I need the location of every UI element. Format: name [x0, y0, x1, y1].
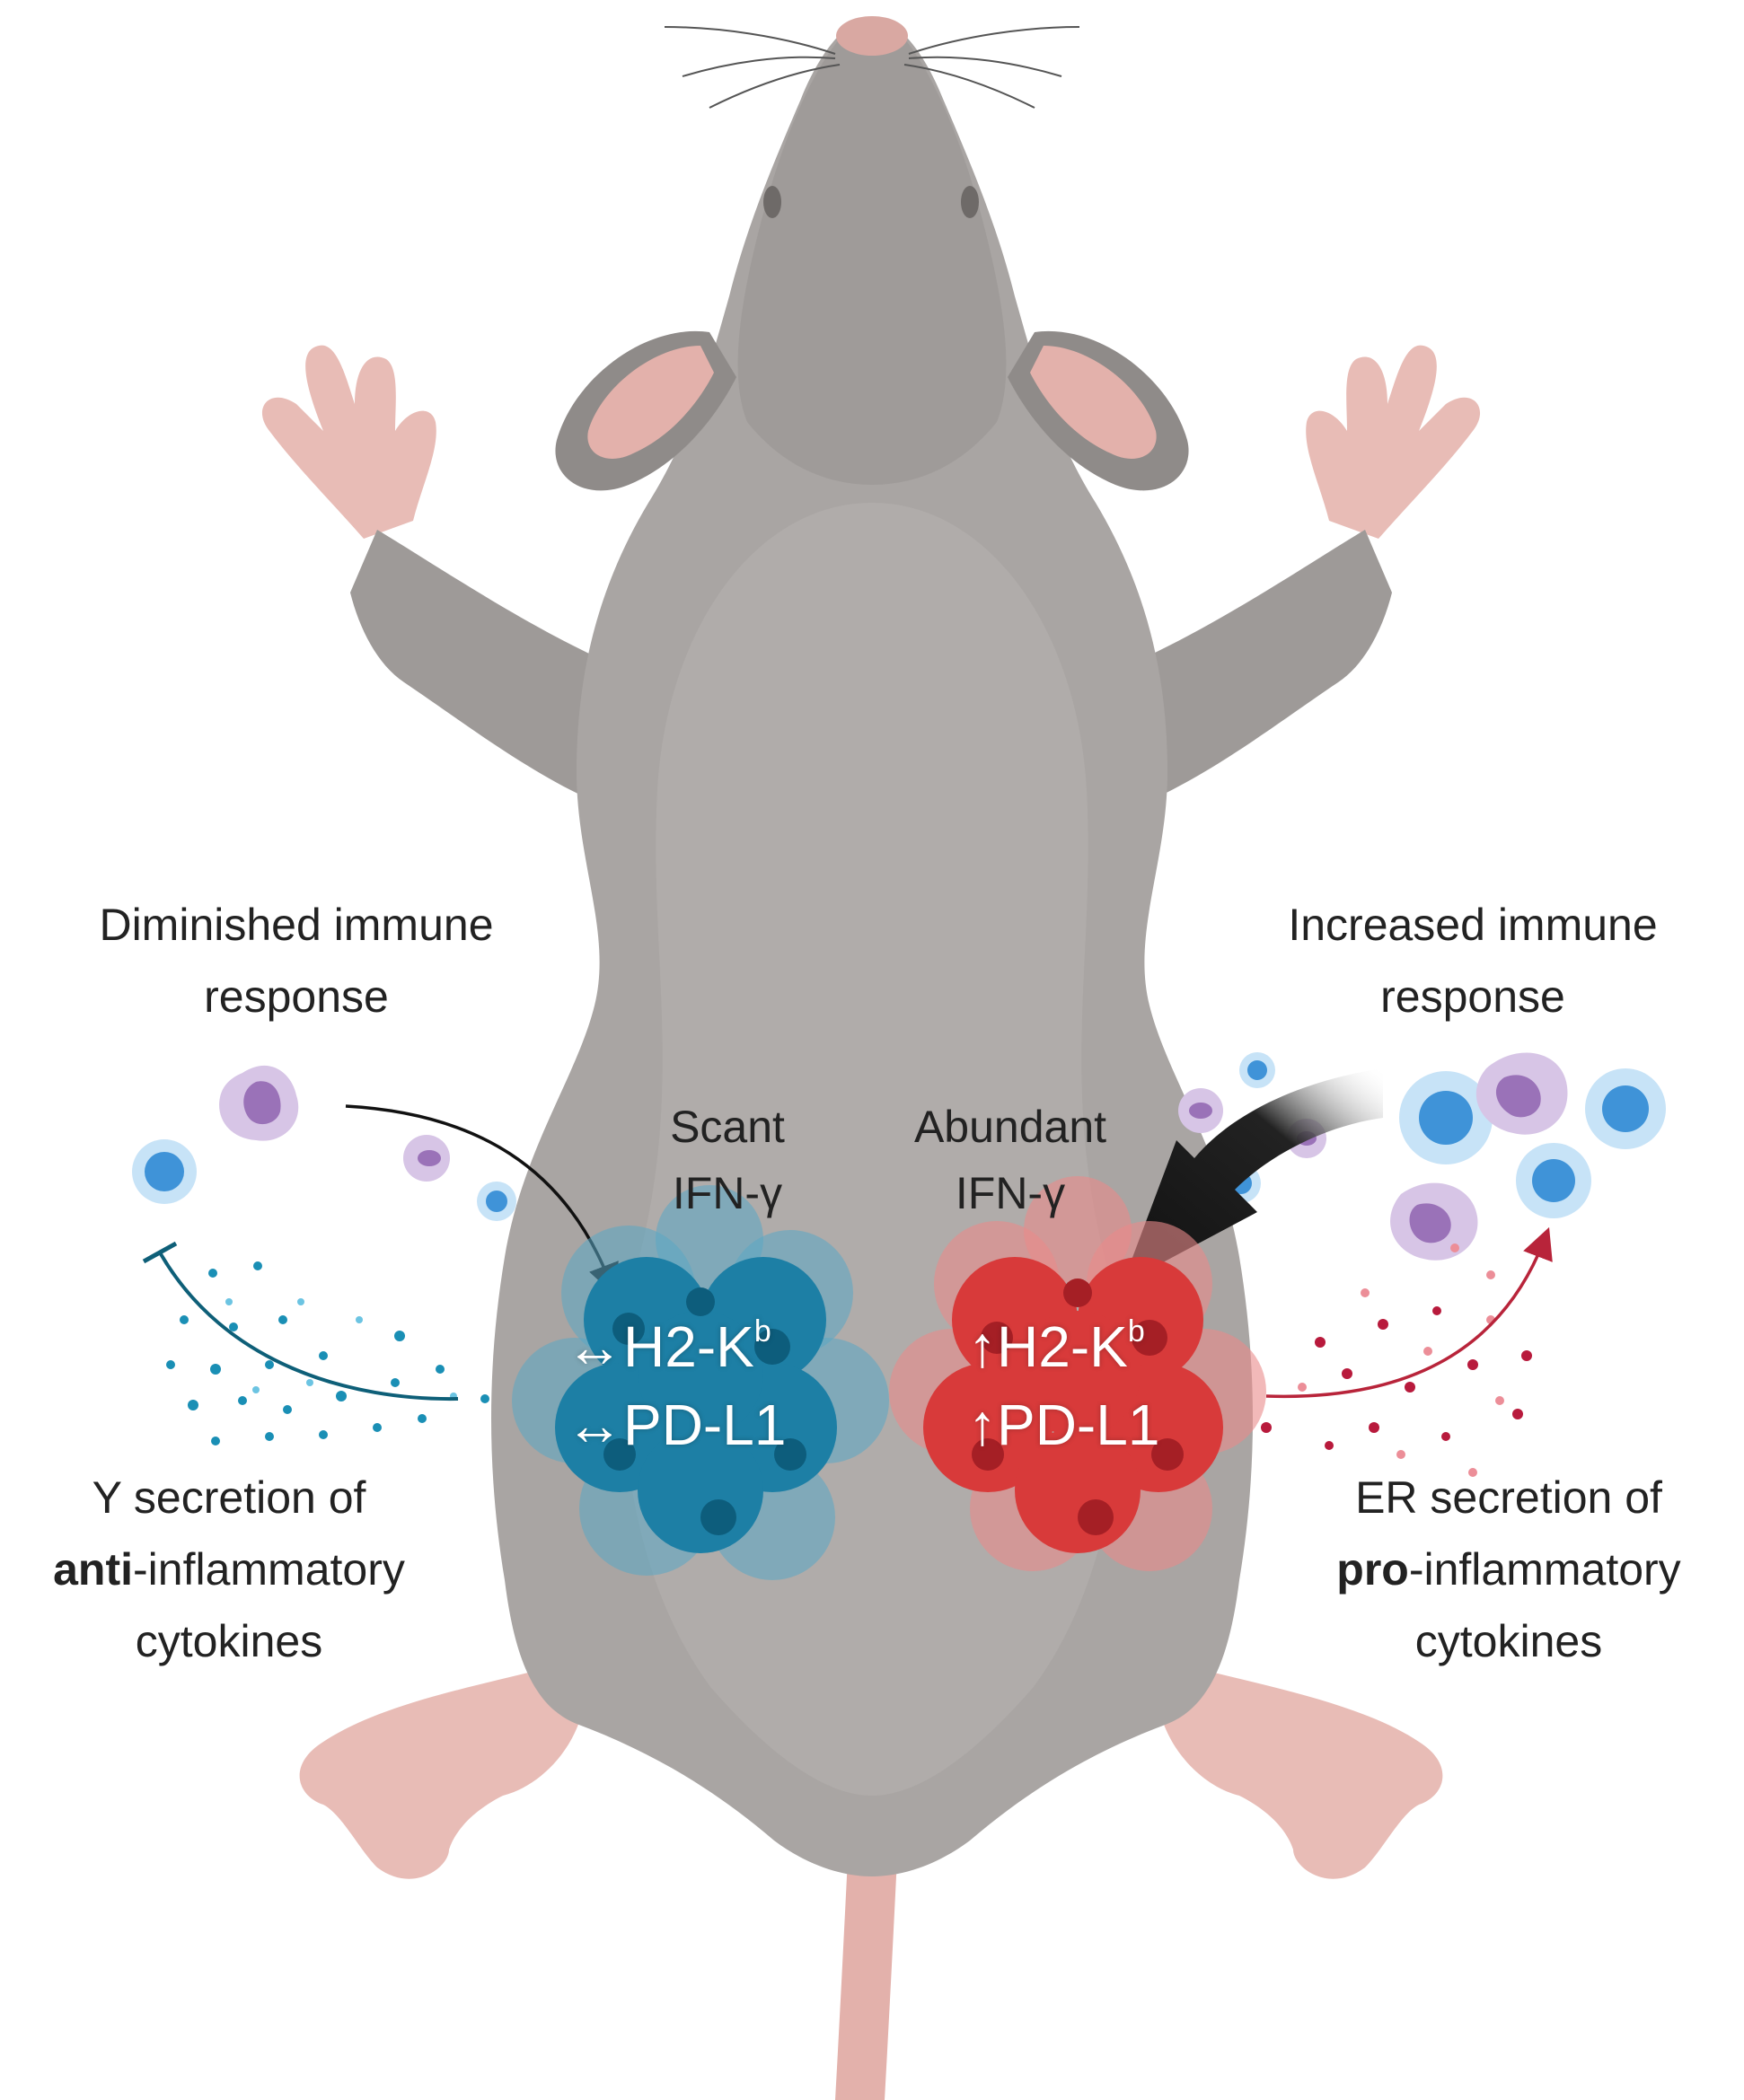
whiskers [664, 26, 1080, 109]
left-eye [763, 186, 781, 218]
left-inhibition-arrow [158, 1252, 459, 1401]
right-response-arrow [1123, 1068, 1383, 1284]
right-marker2-text: PD-L1 [997, 1393, 1160, 1457]
left-marker-h2kb: ↔H2-Kb [566, 1309, 771, 1384]
right-response-label: Increased immune response [1203, 889, 1742, 1032]
left-response-line2: response [204, 971, 389, 1022]
right-t-cell-4 [1585, 1068, 1666, 1149]
left-response-line1: Diminished immune [99, 900, 494, 950]
right-arm [1096, 530, 1392, 808]
left-marker2-text: PD-L1 [623, 1393, 787, 1457]
left-secretion-line3: cytokines [135, 1616, 323, 1666]
left-t-cell-2 [477, 1182, 516, 1221]
left-secretion-line1: Y secretion of [92, 1472, 366, 1523]
right-secretion-bold: pro [1336, 1544, 1409, 1595]
right-tumor-cluster [889, 1176, 1266, 1571]
left-hind-foot [299, 1670, 584, 1879]
left-inhibition-bar [142, 1241, 178, 1264]
left-cytokine-dots [166, 1261, 489, 1445]
right-t-cell-1 [1239, 1052, 1275, 1088]
left-cytokine-dots-light [225, 1298, 457, 1400]
right-ifn-label: Abundant IFN-γ [876, 1094, 1145, 1226]
left-ear-inner [587, 346, 714, 459]
left-ifn-line1: Scant [670, 1102, 785, 1152]
left-marker1-text: H2-K [623, 1314, 754, 1379]
right-marker2-arrow: ↑ [968, 1393, 997, 1457]
left-marker1-sup: b [753, 1314, 771, 1349]
right-response-line1: Increased immune [1288, 900, 1658, 950]
left-macrophage-1 [219, 1065, 299, 1141]
mouse-head [737, 18, 1007, 485]
left-secretion-label: Y secretion of anti-inflammatory cytokin… [9, 1462, 449, 1677]
left-ifn-line2: IFN-γ [672, 1168, 783, 1218]
left-secretion-bold: anti [53, 1544, 134, 1595]
right-t-cell-3 [1399, 1071, 1493, 1164]
left-front-paw [261, 345, 436, 539]
left-tumor-cluster [512, 1185, 889, 1580]
right-secretion-line1: ER secretion of [1355, 1472, 1662, 1523]
left-macrophage-2 [403, 1135, 450, 1182]
right-marker1-arrow: ↑ [968, 1314, 997, 1379]
right-front-paw [1306, 345, 1481, 539]
right-marker-h2kb: ↑H2-Kb [968, 1309, 1145, 1384]
left-marker2-arrow: ↔ [566, 1393, 623, 1457]
right-secretion-line3: cytokines [1414, 1616, 1603, 1666]
right-stimulation-arrow [1265, 1226, 1553, 1399]
left-marker-pdl1: ↔PD-L1 [566, 1387, 786, 1463]
right-eye [961, 186, 979, 218]
right-ear-inner [1030, 346, 1157, 459]
left-response-label: Diminished immune response [36, 889, 557, 1032]
left-arm [350, 530, 647, 808]
right-marker1-text: H2-K [997, 1314, 1128, 1379]
right-secretion-line2: pro-inflammatory [1284, 1533, 1733, 1605]
right-marker1-sup: b [1127, 1314, 1145, 1349]
right-macrophage-4 [1390, 1182, 1478, 1261]
mouse-nose [836, 16, 908, 56]
right-t-cell-5 [1516, 1143, 1591, 1218]
right-response-line2: response [1380, 971, 1565, 1022]
left-t-cell-1 [132, 1139, 197, 1204]
right-marker-pdl1: ↑PD-L1 [968, 1387, 1159, 1463]
right-secretion-rest: -inflammatory [1408, 1544, 1681, 1595]
left-secretion-line2: anti-inflammatory [9, 1533, 449, 1605]
right-ifn-line2: IFN-γ [955, 1168, 1066, 1218]
left-marker1-arrow: ↔ [566, 1314, 623, 1379]
right-secretion-label: ER secretion of pro-inflammatory cytokin… [1284, 1462, 1733, 1677]
left-ifn-label: Scant IFN-γ [629, 1094, 826, 1226]
right-macrophage-3 [1475, 1052, 1568, 1135]
mouse-tail [835, 1841, 898, 2100]
right-hind-foot [1158, 1670, 1443, 1879]
left-secretion-rest: -inflammatory [133, 1544, 405, 1595]
right-ifn-line1: Abundant [913, 1102, 1107, 1152]
right-macrophage-1 [1178, 1088, 1223, 1133]
right-cytokine-dots [1261, 1306, 1532, 1450]
